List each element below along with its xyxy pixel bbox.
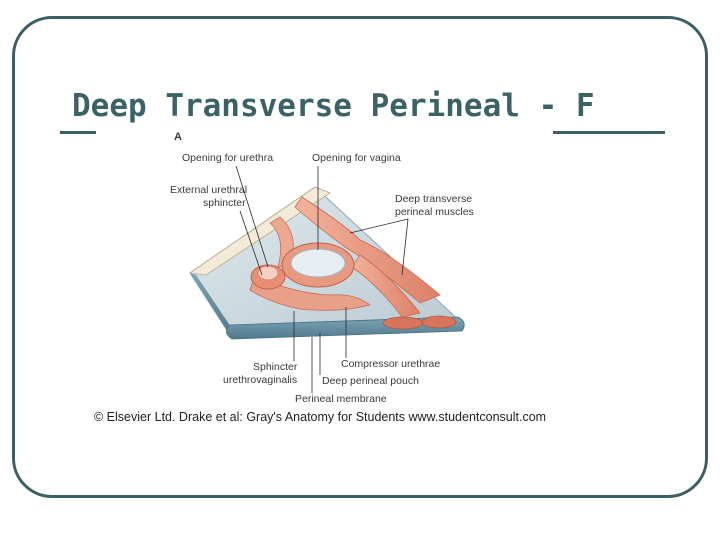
- panel-letter: A: [174, 131, 182, 143]
- slide-title: Deep Transverse Perineal - F: [72, 88, 595, 124]
- membrane-top-edge: [188, 186, 331, 276]
- label-sphincter-uv-2: urethrovaginalis: [223, 374, 297, 386]
- membrane-left-edge: [190, 273, 233, 335]
- label-ext-urethral-1: External urethral: [170, 184, 247, 196]
- title-rule-right: [553, 131, 665, 134]
- label-sphincter-uv-1: Sphincter: [253, 361, 298, 373]
- leader-deep-transverse-a: [349, 218, 409, 234]
- label-deep-perineal-pouch: Deep perineal pouch: [322, 375, 419, 387]
- label-perineal-membrane: Perineal membrane: [295, 393, 387, 405]
- leader-opening-urethra: [235, 165, 269, 268]
- leader-deep-transverse-b: [401, 218, 409, 276]
- perineum-illustration: A Opening for urethra Opening for vagina…: [94, 131, 546, 424]
- label-ext-urethral-2: sphincter: [203, 197, 246, 209]
- label-deep-transverse-1: Deep transverse: [395, 193, 472, 205]
- anatomy-figure: A Opening for urethra Opening for vagina…: [90, 125, 570, 435]
- muscle-cut-end-1: [382, 316, 424, 330]
- vaginal-opening: [290, 248, 346, 278]
- label-opening-vagina: Opening for vagina: [312, 152, 401, 164]
- leader-ext-urethral: [239, 210, 263, 276]
- compressor-urethrae-muscle: [249, 274, 371, 311]
- label-opening-urethra: Opening for urethra: [182, 152, 273, 164]
- deep-transverse-muscle-lower: [351, 254, 421, 318]
- title-rule-left: [60, 131, 96, 134]
- muscle-cut-end-2: [421, 315, 457, 329]
- figure-credit: © Elsevier Ltd. Drake et al: Gray's Anat…: [94, 410, 546, 424]
- label-deep-transverse-2: perineal muscles: [395, 206, 474, 218]
- label-compressor-urethrae: Compressor urethrae: [341, 358, 440, 370]
